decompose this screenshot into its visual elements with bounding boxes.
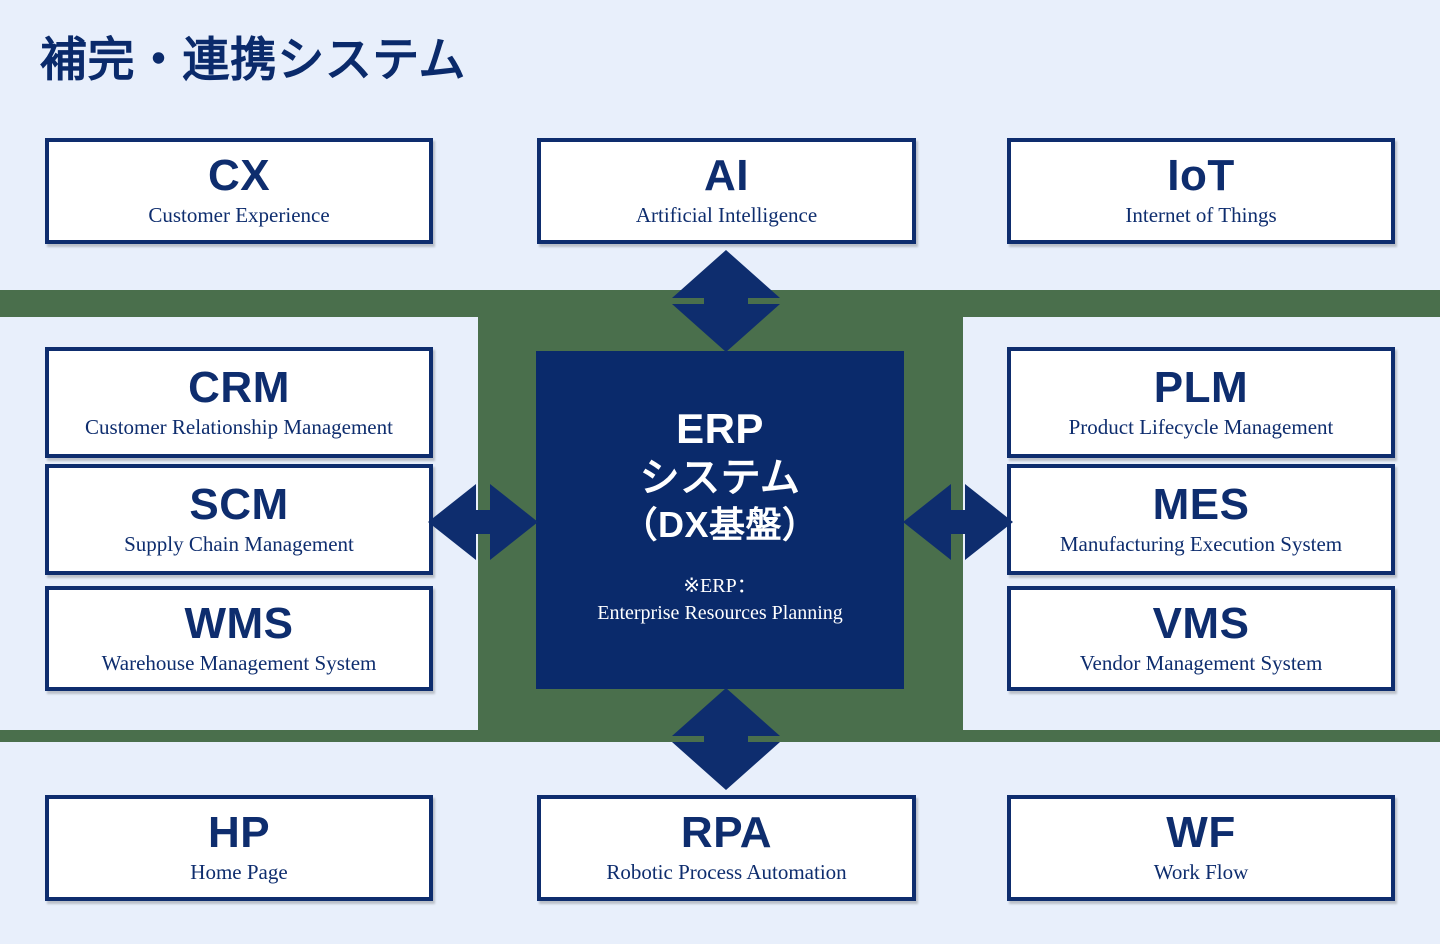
card-full-name: Home Page [190, 860, 288, 885]
erp-system-core[interactable]: ERP システム （DX基盤） ※ERP： Enterprise Resourc… [536, 351, 904, 689]
card-abbr: RPA [680, 808, 773, 858]
page-title: 補完・連携システム [40, 33, 466, 86]
card-full-name: Warehouse Management System [101, 650, 377, 675]
card-full-name: Customer Experience [148, 203, 330, 228]
card-crm[interactable]: CRM Customer Relationship Management [45, 347, 433, 458]
card-full-name: Customer Relationship Management [85, 414, 393, 439]
erp-footnote-line2: Enterprise Resources Planning [597, 601, 843, 624]
card-abbr: AI [704, 151, 749, 201]
card-full-name: Robotic Process Automation [606, 860, 847, 885]
card-cx[interactable]: CX Customer Experience [45, 138, 433, 244]
arrow-erp-to-ai-icon [672, 250, 780, 352]
erp-footnote-line1: ※ERP： [683, 574, 757, 597]
card-full-name: Supply Chain Management [124, 531, 354, 556]
erp-footnote: ※ERP： Enterprise Resources Planning [597, 573, 843, 627]
card-mes[interactable]: MES Manufacturing Execution System [1007, 464, 1395, 575]
card-abbr: SCM [189, 479, 289, 529]
card-plm[interactable]: PLM Product Lifecycle Management [1007, 347, 1395, 458]
card-full-name: Manufacturing Execution System [1059, 531, 1343, 556]
card-full-name: Vendor Management System [1079, 650, 1323, 675]
card-full-name: Work Flow [1153, 860, 1249, 885]
card-full-name: Internet of Things [1125, 203, 1277, 228]
card-abbr: CRM [188, 362, 290, 412]
card-abbr: HP [207, 808, 271, 858]
erp-title-line3: （DX基盤） [621, 504, 819, 546]
arrow-erp-to-rpa-icon [672, 688, 780, 790]
card-abbr: WMS [184, 598, 294, 648]
arrow-erp-to-left-column-icon [428, 484, 538, 560]
card-wms[interactable]: WMS Warehouse Management System [45, 586, 433, 691]
card-full-name: Product Lifecycle Management [1068, 414, 1334, 439]
card-abbr: PLM [1153, 362, 1249, 412]
card-ai[interactable]: AI Artificial Intelligence [537, 138, 916, 244]
arrow-erp-to-right-column-icon [903, 484, 1013, 560]
card-abbr: VMS [1152, 598, 1250, 648]
card-abbr: CX [207, 151, 271, 201]
card-abbr: WF [1166, 808, 1236, 858]
card-scm[interactable]: SCM Supply Chain Management [45, 464, 433, 575]
card-hp[interactable]: HP Home Page [45, 795, 433, 901]
card-abbr: IoT [1167, 151, 1235, 201]
erp-title-line2: システム [639, 456, 801, 501]
card-abbr: MES [1152, 479, 1250, 529]
card-iot[interactable]: IoT Internet of Things [1007, 138, 1395, 244]
card-vms[interactable]: VMS Vendor Management System [1007, 586, 1395, 691]
card-wf[interactable]: WF Work Flow [1007, 795, 1395, 901]
card-full-name: Artificial Intelligence [635, 203, 818, 228]
erp-title-line1: ERP [676, 405, 764, 452]
card-rpa[interactable]: RPA Robotic Process Automation [537, 795, 916, 901]
